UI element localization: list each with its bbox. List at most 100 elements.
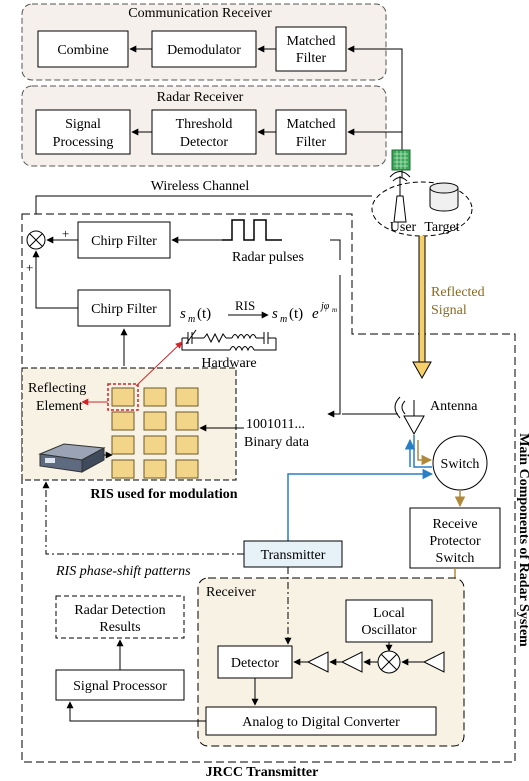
amplifier-1 (422, 651, 445, 673)
communication-receiver-group: Communication Receiver Combine Demodulat… (21, 3, 387, 81)
ris-tile (143, 411, 167, 431)
detector-label: Detector (231, 656, 280, 671)
protector-line3: Switch (436, 551, 475, 566)
amplifier-3 (306, 651, 329, 673)
detection-results-line1: Radar Detection (74, 603, 165, 618)
hardware-circuit-icon (181, 329, 277, 352)
reflecting-element-line2: Element (36, 399, 83, 414)
local-oscillator-block (345, 599, 433, 643)
plus-sign-top: + (62, 226, 69, 241)
user-antenna-icon (389, 171, 411, 223)
formula-s2: s (272, 306, 278, 322)
transmitter-label: Transmitter (261, 548, 326, 563)
ris-tile (111, 411, 135, 431)
reflected-signal-line1: Reflected (431, 285, 485, 300)
reflected-signal-line2: Signal (431, 303, 467, 318)
protector-line1: Receive (432, 517, 477, 532)
comm-matched-filter-line1: Matched (287, 34, 336, 49)
wireless-channel-label: Wireless Channel (151, 179, 250, 194)
modulation-formula: s m (t) RIS s m (t) e jφ m (180, 298, 337, 325)
ris-tile (143, 435, 167, 455)
reflected-signal-arrow (412, 236, 432, 380)
signal-processor-label: Signal Processor (73, 679, 167, 694)
ris-controller-icon (38, 443, 113, 473)
threshold-detector-line2: Detector (180, 135, 229, 150)
user-label: User (390, 220, 417, 235)
target-label: Target (424, 220, 459, 235)
combine-block (37, 30, 129, 68)
ris-tile (175, 387, 199, 407)
signal-processing-line2: Processing (53, 135, 114, 150)
signal-processing-line1: Signal (65, 117, 101, 132)
combine-label: Combine (57, 43, 108, 58)
formula-m3: m (332, 306, 337, 314)
reflecting-element-line1: Reflecting (28, 381, 86, 396)
radar-receiver-group: Radar Receiver Signal Processing Thresho… (21, 85, 387, 167)
threshold-detector-block (151, 109, 257, 155)
target-cylinder-icon (429, 182, 459, 212)
binary-data-label: Binary data (244, 435, 310, 450)
phase-shift-label: RIS phase-shift patterns (55, 564, 191, 579)
ris-tile (111, 459, 135, 479)
local-osc-line2: Oscillator (361, 623, 417, 638)
radar-matched-filter-line1: Matched (287, 117, 336, 132)
comm-matched-filter-line2: Filter (296, 51, 327, 66)
ris-tile (143, 387, 167, 407)
antenna-label: Antenna (430, 399, 478, 414)
amplifier-2 (340, 651, 363, 673)
comm-matched-filter-block (275, 26, 347, 72)
mixer-symbol (26, 230, 46, 250)
radar-pulses-label: Radar pulses (232, 250, 304, 265)
ris-tile (175, 411, 199, 431)
local-osc-line1: Local (373, 606, 405, 621)
receive-protector-switch (409, 507, 501, 569)
signal-processing-block (35, 109, 131, 155)
formula-t2: (t) (289, 306, 303, 322)
protector-line2: Protector (429, 534, 481, 549)
signal-processor-block (55, 669, 185, 701)
hardware-label: Hardware (201, 356, 256, 371)
formula-m2: m (280, 314, 287, 325)
chirp-filter-top (77, 221, 171, 259)
ris-tile (143, 459, 167, 479)
radar-matched-filter-line2: Filter (296, 135, 327, 150)
formula-m1: m (188, 314, 195, 325)
formula-t1: (t) (197, 306, 211, 322)
binary-digits: 1001011... (246, 417, 305, 432)
user-target-group: User Target (371, 171, 473, 237)
ris-tile-grid (111, 387, 199, 479)
communication-receiver-title: Communication Receiver (128, 6, 272, 21)
chirp-filter-bottom-label: Chirp Filter (91, 302, 157, 317)
chirp-filter-bottom (77, 289, 171, 327)
jrcc-title: JRCC Transmitter (206, 765, 319, 780)
ris-caption: RIS used for modulation (90, 487, 237, 502)
plus-sign-left: + (26, 260, 33, 275)
formula-phase: jφ (319, 301, 330, 312)
selected-element-highlight (107, 383, 139, 411)
ris-tile (175, 435, 199, 455)
detector-block (217, 645, 293, 679)
ris-panel-icon (391, 149, 411, 171)
radar-receiver-title: Radar Receiver (157, 90, 244, 105)
radar-matched-filter-block (275, 109, 347, 155)
switch-label: Switch (441, 457, 480, 472)
receiver-title: Receiver (206, 585, 256, 600)
chirp-filter-top-label: Chirp Filter (91, 234, 157, 249)
jrcc-region (21, 213, 516, 763)
formula-s1: s (180, 306, 186, 322)
transmitter-block[interactable] (243, 540, 343, 568)
ris-tile (111, 387, 135, 407)
ris-tile (175, 459, 199, 479)
formula-ris: RIS (235, 298, 255, 313)
radar-detection-results-block (55, 595, 185, 639)
ris-tile (111, 435, 135, 455)
adc-label: Analog to Digital Converter (242, 715, 400, 730)
antenna-icon (394, 396, 425, 436)
radar-pulses-icon (222, 219, 282, 241)
detection-results-line2: Results (99, 620, 140, 635)
threshold-detector-line1: Threshold (176, 117, 233, 132)
formula-e: e (312, 306, 319, 322)
demodulator-label: Demodulator (167, 43, 241, 58)
